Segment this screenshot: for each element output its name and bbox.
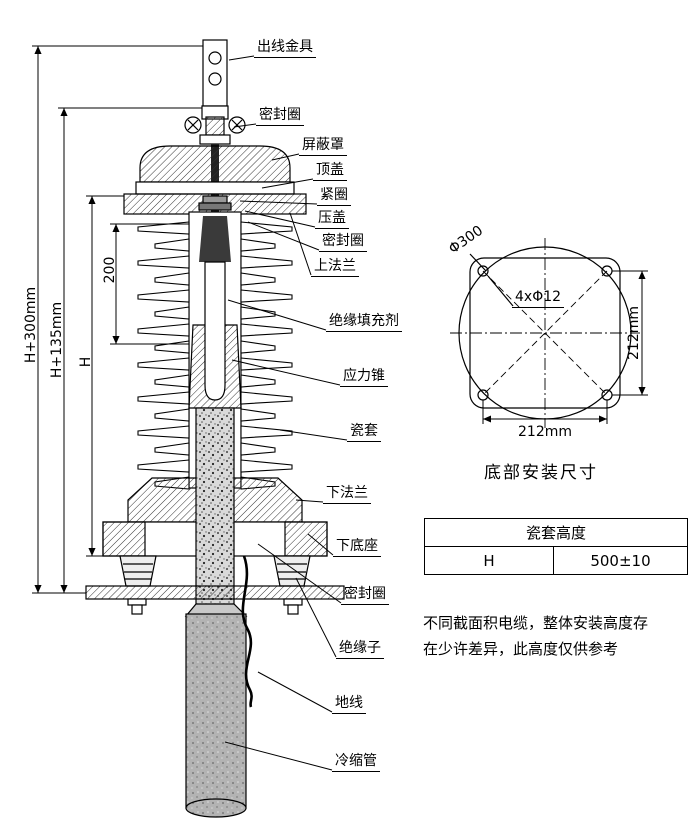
spec-table-row-label: H (424, 546, 554, 575)
bolt-hole (477, 389, 489, 401)
label-stress-cone: 应力锥 (340, 367, 388, 387)
label-shield-cover: 屏蔽罩 (299, 136, 347, 156)
label-tight-ring: 紧圈 (317, 186, 351, 206)
label-outlet-fitting: 出线金具 (254, 38, 316, 58)
label-top-cover: 顶盖 (313, 161, 347, 181)
label-insulation-filler: 绝缘填充剂 (326, 312, 402, 332)
insulator-right (273, 555, 311, 587)
mounting-caption: 底部安装尺寸 (484, 463, 598, 483)
label-insulator: 绝缘子 (336, 639, 384, 659)
terminal-assembly (85, 39, 345, 818)
dim-overall-height: H+300mm (23, 286, 39, 364)
bolt-hole (477, 265, 489, 277)
dimension-lines (32, 45, 203, 594)
dim-212-horizontal: 212mm (518, 424, 572, 440)
reference-note-line2: 在少许差异，此高度仅供参考 (423, 640, 619, 658)
dim-h: H (78, 356, 94, 368)
cold-shrink-tube-shape (185, 613, 247, 809)
label-ground-wire: 地线 (332, 694, 366, 714)
label-lower-base: 下底座 (333, 537, 381, 557)
dim-200: 200 (102, 256, 118, 284)
label-press-cover: 压盖 (315, 209, 349, 229)
dim-212-vertical: 212mm (626, 306, 642, 360)
bolt-hole (601, 389, 613, 401)
insulator-left (119, 555, 157, 587)
label-porcelain-sleeve: 瓷套 (347, 422, 381, 442)
reference-note: 不同截面积电缆，整体安装高度存 在少许差异，此高度仅供参考 (423, 610, 691, 662)
spec-table: 瓷套高度 H 500±10 (424, 518, 688, 575)
label-lower-flange: 下法兰 (323, 484, 371, 504)
mounting-view (450, 238, 648, 428)
reference-note-line1: 不同截面积电缆，整体安装高度存 (423, 614, 649, 632)
label-upper-flange: 上法兰 (311, 257, 359, 277)
dim-upper-height: H+135mm (49, 301, 65, 379)
spec-table-row-value: 500±10 (553, 546, 688, 575)
label-seal-ring-2: 密封圈 (319, 232, 367, 252)
porcelain-sheds (137, 221, 293, 490)
shield-cover-shape (139, 145, 291, 183)
ground-wire-shape (241, 555, 253, 708)
label-seal-ring-3: 密封圈 (341, 585, 389, 605)
leader-lines (224, 55, 348, 771)
label-cold-shrink-tube: 冷缩管 (332, 752, 380, 772)
spec-table-header: 瓷套高度 (424, 518, 688, 547)
label-seal-ring-top: 密封圈 (256, 106, 304, 126)
dim-4xphi12: 4xΦ12 (512, 288, 565, 308)
